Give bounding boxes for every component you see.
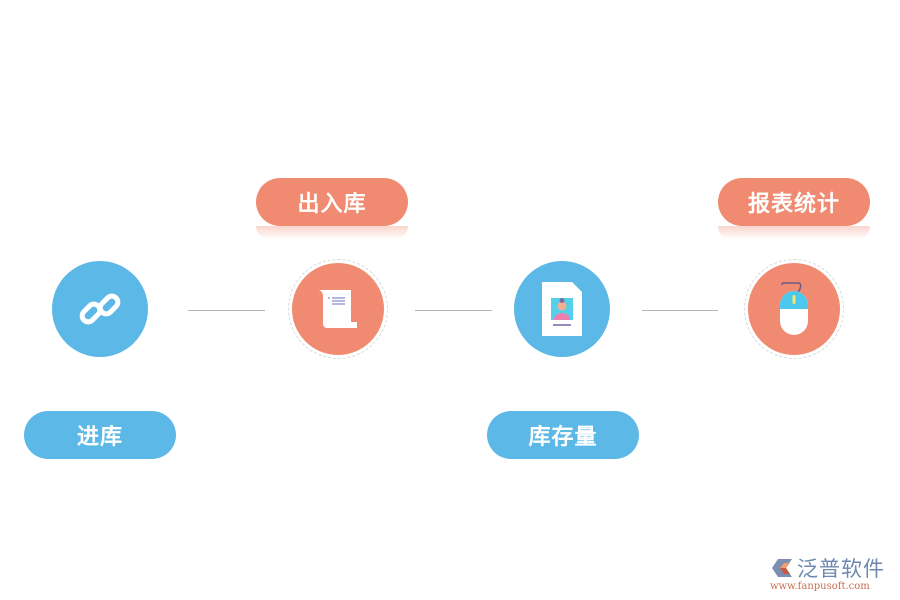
fanpusoft-logo: 泛普软件 www.fanpusoft.com (770, 557, 885, 592)
step-4-dashed-ring (744, 259, 844, 359)
step-3-circle (514, 261, 610, 357)
connector-line-3 (642, 310, 718, 311)
step-1-circle (52, 261, 148, 357)
chain-link-icon (79, 293, 121, 325)
step-2-circle (292, 263, 384, 355)
step-4-circle (748, 263, 840, 355)
step-2-label: 出入库 (256, 178, 408, 226)
profile-document-icon (542, 282, 582, 336)
scroll-document-icon (319, 290, 357, 328)
step-4-label-reflection (718, 226, 870, 240)
step-3-label: 库存量 (487, 411, 639, 459)
fanpusoft-logo-icon (772, 559, 792, 577)
connector-line-1 (188, 310, 265, 311)
connector-line-2 (415, 310, 492, 311)
step-4-label: 报表统计 (718, 178, 870, 226)
step-1-label: 进库 (24, 411, 176, 459)
step-2-dashed-ring (288, 259, 388, 359)
computer-mouse-icon (780, 282, 808, 335)
step-2-label-reflection (256, 226, 408, 240)
